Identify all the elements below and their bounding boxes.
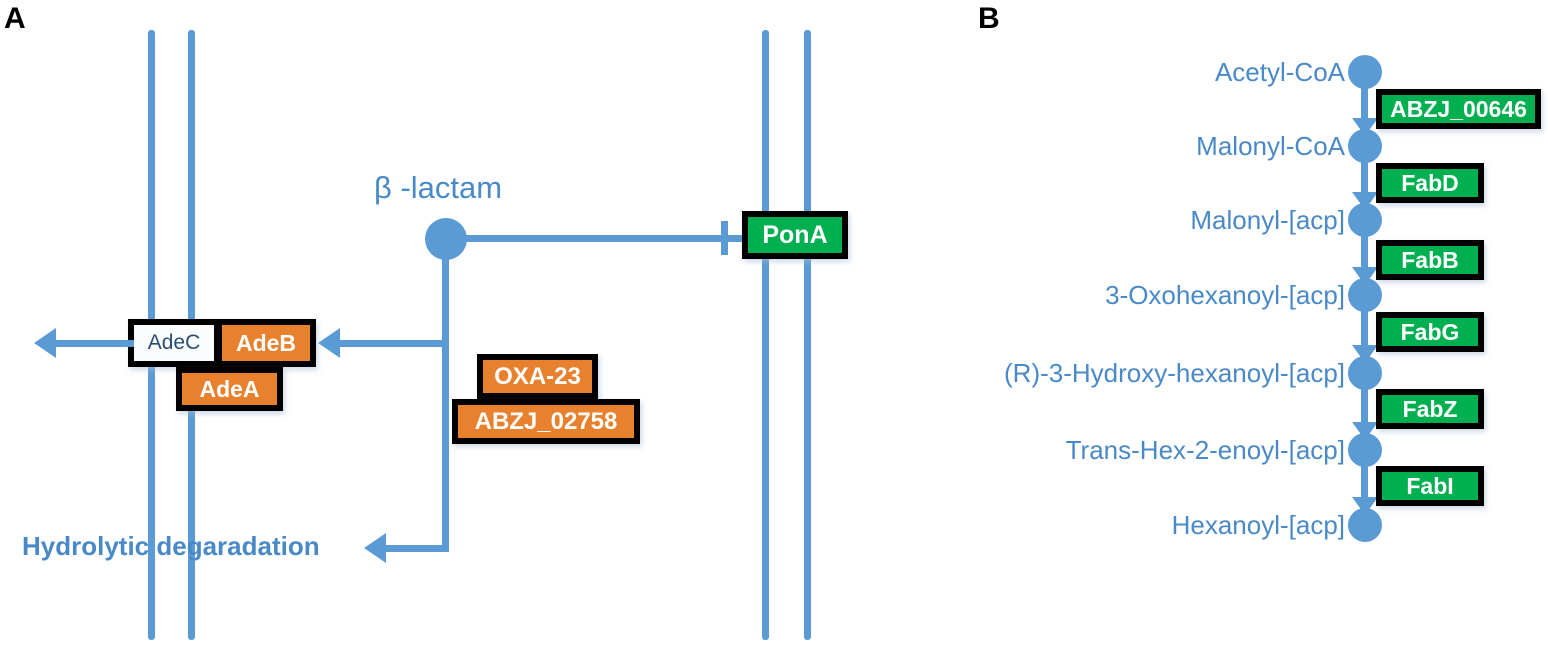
metabolite-label-malonyl-coa: Malonyl-CoA [1196, 131, 1345, 161]
efflux-export-arrowhead [34, 328, 56, 358]
enzyme-label-fabz: FabZ [1402, 395, 1458, 422]
enzyme-box-fabi[interactable]: FabI [1376, 466, 1484, 506]
adeabc-efflux-pump-complex[interactable]: AdeC AdeB [128, 319, 316, 367]
metabolite-label-r-3-hydroxy-hexanoyl-acp: (R)-3-Hydroxy-hexanoyl-[acp] [1004, 358, 1345, 388]
enzyme-label-fabi: FabI [1406, 472, 1454, 499]
adec-box[interactable]: AdeC [134, 325, 214, 361]
beta-lactam-trunk-line [442, 252, 449, 552]
hydrolytic-degradation-label: Hydrolytic degaradation [22, 531, 320, 561]
pathway-arrow-head-4 [1352, 345, 1378, 363]
enzyme-box-fabb[interactable]: FabB [1376, 240, 1484, 280]
enzyme-label-fabb: FabB [1401, 246, 1459, 273]
pathway-arrow-shaft-3 [1361, 234, 1368, 273]
hydrolytic-degradation-arrowhead [364, 533, 386, 563]
beta-lactam-label: β -lactam [374, 170, 503, 205]
enzyme-box-fabz[interactable]: FabZ [1376, 389, 1484, 429]
beta-lactam-to-pona-line [462, 235, 746, 242]
oxa-23-box[interactable]: OXA-23 [477, 354, 598, 399]
metabolite-label-malonyl-acp: Malonyl-[acp] [1190, 205, 1345, 235]
pathway-arrow-head-5 [1352, 422, 1378, 440]
metabolite-label-3-oxohexanoyl-acp: 3-Oxohexanoyl-[acp] [1105, 280, 1345, 310]
outer-membrane-line-right-inner [762, 30, 769, 640]
pona-label: PonA [762, 220, 828, 249]
panel-b-letter: B [978, 2, 1000, 35]
adea-box[interactable]: AdeA [176, 367, 283, 411]
metabolite-label-trans-hex-2-enoyl-acp: Trans-Hex-2-enoyl-[acp] [1065, 435, 1345, 465]
adea-label: AdeA [199, 375, 260, 402]
adeb-label: AdeB [235, 329, 297, 356]
abzj-02758-box[interactable]: ABZJ_02758 [452, 399, 640, 444]
pathway-arrow-head-3 [1352, 267, 1378, 285]
enzyme-label-fabg: FabG [1400, 318, 1460, 345]
pathway-arrow-head-2 [1352, 192, 1378, 210]
metabolite-label-hexanoyl-acp: Hexanoyl-[acp] [1171, 510, 1345, 540]
enzyme-box-fabg[interactable]: FabG [1376, 312, 1484, 352]
efflux-inflow-line [340, 340, 448, 347]
enzyme-label-fabd: FabD [1401, 169, 1459, 196]
adeb-box[interactable]: AdeB [222, 325, 310, 361]
enzyme-box-abzj-00646[interactable]: ABZJ_00646 [1376, 89, 1541, 129]
enzyme-label-abzj-00646: ABZJ_00646 [1390, 95, 1527, 122]
pathway-arrow-shaft-1 [1361, 86, 1368, 124]
pathway-node-acetyl-coa [1348, 55, 1382, 89]
pona-inhibition-bar [721, 221, 728, 255]
pathway-arrow-shaft-2 [1361, 160, 1368, 198]
abzj-02758-label: ABZJ_02758 [474, 407, 618, 435]
pathway-arrow-head-1 [1352, 118, 1378, 136]
pathway-arrow-shaft-6 [1361, 464, 1368, 503]
pathway-arrow-shaft-4 [1361, 309, 1368, 351]
outer-membrane-line-right-outer [804, 30, 811, 640]
metabolite-label-acetyl-coa: Acetyl-CoA [1214, 57, 1345, 87]
pathway-arrow-shaft-5 [1361, 387, 1368, 428]
efflux-inflow-arrowhead [318, 328, 340, 358]
enzyme-box-fabd[interactable]: FabD [1376, 163, 1484, 203]
adec-label: AdeC [147, 331, 201, 354]
pathway-arrow-head-6 [1352, 497, 1378, 515]
oxa-23-label: OXA-23 [494, 362, 581, 390]
hydrolytic-degradation-line [386, 545, 448, 552]
panel-a-letter: A [4, 2, 26, 35]
pona-box[interactable]: PonA [742, 211, 848, 259]
efflux-export-line [56, 340, 134, 347]
